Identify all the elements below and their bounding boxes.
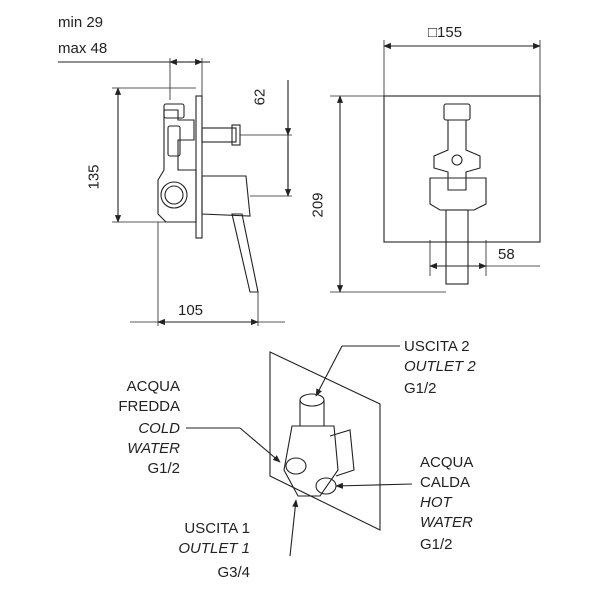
lever-arm-side — [231, 213, 259, 293]
wall-plate-iso — [269, 351, 381, 531]
wall-plate-side — [195, 95, 203, 239]
lever-handle-side — [201, 175, 251, 217]
dim-square-155-label: □155 — [428, 24, 463, 41]
outlet1-size: G3/4 — [217, 564, 250, 581]
dim-62-label: 62 — [251, 88, 269, 106]
outlet2-size: G1/2 — [404, 380, 437, 397]
valve-body-front — [429, 177, 487, 211]
outlet1-name-it: USCITA 1 — [184, 520, 250, 537]
wall-plate-front — [383, 95, 541, 243]
outlet-port-side — [160, 181, 188, 209]
hot-water-line2-en: WATER — [420, 514, 473, 531]
dim-209-label: 209 — [309, 192, 327, 218]
dim-max-label: max 48 — [58, 40, 108, 57]
valve-body-iso — [283, 425, 339, 497]
side-view — [58, 58, 292, 326]
cold-water-size: G1/2 — [147, 460, 180, 477]
dim-105-label: 105 — [178, 302, 204, 319]
isometric-view — [186, 345, 413, 557]
outlet2-name-it: USCITA 2 — [404, 338, 470, 355]
outlet2-name-en: OUTLET 2 — [404, 358, 476, 375]
hot-water-size: G1/2 — [420, 536, 453, 553]
dim-58-label: 58 — [498, 246, 515, 263]
hot-water-line1-en: HOT — [420, 494, 452, 511]
lever-front — [445, 209, 469, 285]
leader-outlet1 — [289, 499, 299, 557]
hot-water-line2-it: CALDA — [420, 474, 471, 491]
cold-water-line2-en: WATER — [127, 440, 180, 457]
dim-min-label: min 29 — [58, 14, 104, 31]
valve-body-side — [157, 109, 197, 223]
cold-water-line2-it: FREDDA — [118, 398, 180, 415]
hot-water-line1-it: ACQUA — [420, 454, 474, 471]
leader-hot-water — [335, 482, 413, 489]
cold-water-line1-it: ACQUA — [126, 378, 180, 395]
cold-water-line1-en: COLD — [138, 420, 180, 437]
front-view — [330, 40, 541, 293]
dim-135-label: 135 — [85, 164, 103, 190]
outlet1-name-en: OUTLET 1 — [178, 540, 250, 557]
